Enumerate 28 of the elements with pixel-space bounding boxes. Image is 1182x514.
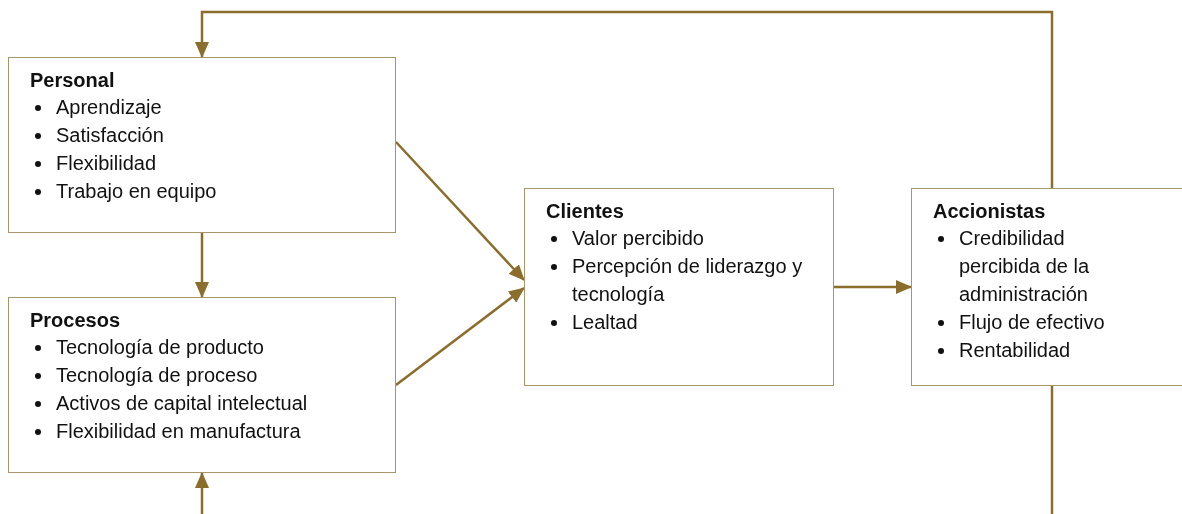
bullet-item: Rentabilidad (933, 336, 1134, 364)
arrow (195, 10, 1054, 188)
arrow (834, 280, 912, 294)
bullet-item: Flexibilidad (30, 149, 383, 177)
bullet-item: Flujo de efectivo (933, 308, 1134, 336)
bullet-item: Aprendizaje (30, 93, 383, 121)
bullet-item: Tecnología de producto (30, 333, 383, 361)
text-box (8, 297, 396, 473)
arrow (195, 386, 1054, 514)
text-box (524, 188, 834, 386)
arrow (395, 287, 525, 386)
bullet-item: Lealtad (546, 308, 821, 336)
bullet-item: Activos de capital intelectual (30, 389, 383, 417)
text-box (911, 188, 1182, 386)
bullet-item: Trabajo en equipo (30, 177, 383, 205)
bullet-item: Tecnología de proceso (30, 361, 383, 389)
bullet-item: Credibilidad percibida de la administración (933, 224, 1134, 308)
bullet-item: Satisfacción (30, 121, 383, 149)
box-heading: Personal (30, 68, 116, 93)
text-box (8, 57, 396, 233)
arrow (395, 141, 525, 281)
bullet-item: Percepción de liderazgo y tecnología (546, 252, 821, 308)
arrow (195, 233, 209, 298)
box-heading: Accionistas (933, 199, 1047, 224)
bullet-item: Valor percibido (546, 224, 821, 252)
box-heading: Clientes (546, 199, 625, 224)
bullet-item: Flexibilidad en manufactura (30, 417, 383, 445)
box-heading: Procesos (30, 308, 122, 333)
